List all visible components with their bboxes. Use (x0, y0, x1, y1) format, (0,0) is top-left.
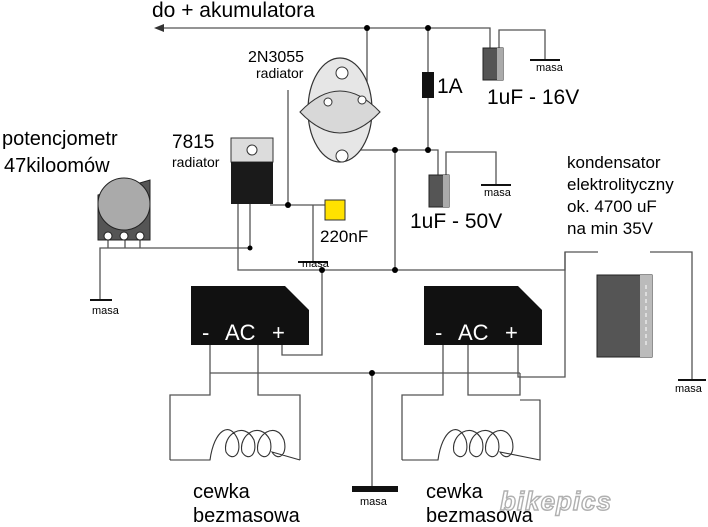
rectifier-left-ac: AC (225, 320, 256, 345)
rectifier-right (424, 286, 542, 345)
pot-label-line2: 47kiloomów (4, 155, 110, 177)
ground-label-220nf: masa (302, 258, 330, 270)
rectifier-right-minus: - (435, 320, 442, 345)
elcap-label-line3: ok. 4700 uF (567, 197, 657, 216)
cap-220nf-label: 220nF (320, 227, 368, 246)
ground-symbols (90, 59, 706, 381)
rectifier-right-plus: + (505, 320, 518, 345)
watermark-logo: bikepics (500, 486, 612, 516)
regulator-note-label: radiator (172, 154, 220, 170)
capacitor-mid (428, 174, 450, 208)
ground-label-top: masa (536, 62, 564, 74)
coil-right (402, 399, 541, 461)
coil-left-label-line2: bezmasowa (193, 505, 301, 527)
regulator-7815 (230, 137, 274, 204)
capacitor-220nf (324, 199, 346, 221)
transistor-2n3055 (299, 57, 381, 163)
cap-top-label: 1uF - 16V (487, 86, 579, 109)
ground-label-mid: masa (484, 187, 512, 199)
junction-dots (247, 25, 431, 376)
capacitor-electrolytic (596, 274, 653, 358)
coil-right-label-line2: bezmasowa (426, 505, 534, 527)
elcap-label-line1: kondensator (567, 153, 661, 172)
fuse-1a (422, 72, 434, 98)
ground-label-pot: masa (92, 305, 120, 317)
coil-left-label-line1: cewka (193, 481, 251, 503)
rectifier-left-plus: + (272, 320, 285, 345)
rectifier-left-minus: - (202, 320, 209, 345)
potentiometer (97, 177, 151, 241)
ground-label-center: masa (360, 496, 388, 508)
ground-label-elcap: masa (675, 383, 703, 395)
transistor-name-label: 2N3055 (248, 49, 304, 66)
rectifier-right-ac: AC (458, 320, 489, 345)
elcap-label-line4: na min 35V (567, 219, 654, 238)
transistor-note-label: radiator (256, 65, 304, 81)
rectifier-left (191, 286, 309, 345)
coil-right-label-line1: cewka (426, 481, 484, 503)
fuse-label: 1A (437, 75, 463, 98)
cap-mid-label: 1uF - 50V (410, 210, 502, 233)
coil-left (170, 429, 301, 461)
elcap-label-line2: elektrolityczny (567, 175, 674, 194)
regulator-name-label: 7815 (172, 132, 214, 153)
battery-label: do + akumulatora (152, 0, 315, 22)
wires (99, 24, 693, 488)
capacitor-top (482, 47, 504, 81)
ground-bar-center (352, 486, 398, 492)
pot-label-line1: potencjometr (2, 128, 118, 150)
